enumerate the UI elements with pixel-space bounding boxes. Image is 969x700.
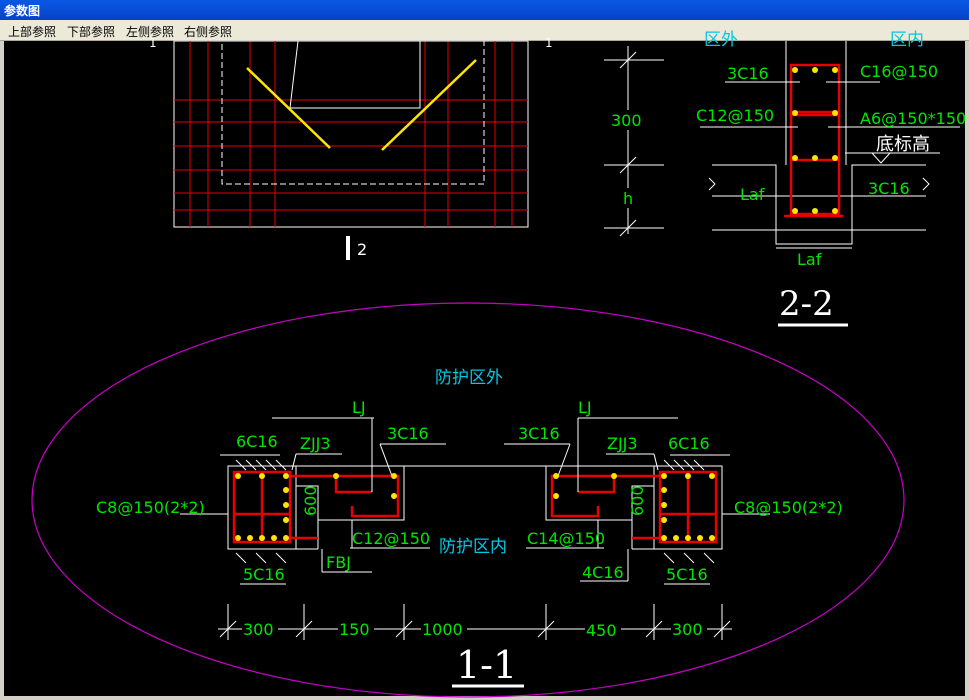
cad-drawing: 1 1 2 300 h [31, 30, 966, 698]
dim-150: 150 [339, 620, 370, 639]
sec22-bar-mid-left: C12@150 [696, 106, 774, 125]
dim-300-right: 300 [672, 620, 703, 639]
section2-mark-label: 2 [357, 240, 367, 259]
section-2-2-bars [792, 67, 838, 214]
sec22-bar-top-right: C16@150 [860, 62, 938, 81]
sec11-left-stirrup: C12@150 [352, 529, 430, 548]
protection-boundary [31, 302, 905, 698]
menu-bar: 上部参照 下部参照 左侧参照 右侧参照 [0, 20, 969, 41]
sec11-right-top-bars: 6C16 [668, 434, 710, 453]
plan-view [173, 40, 529, 228]
sec11-title: 1-1 [456, 643, 517, 687]
sec11-left-fbj: FBJ [326, 553, 351, 572]
sec11-left-height: 600 [301, 485, 320, 516]
sec11-right-lj-bars: 3C16 [518, 424, 560, 443]
sec22-laf-bottom: Laf [797, 250, 822, 269]
menu-item-right-ref[interactable]: 右侧参照 [184, 25, 233, 39]
dim-450: 450 [586, 621, 617, 640]
sec11-left-bot-bars: 5C16 [243, 565, 285, 584]
section2-cut-mark [346, 236, 350, 260]
sec11-left-top-bars: 6C16 [236, 432, 278, 451]
section-1-1 [180, 417, 770, 585]
sec11-right-ties: C8@150(2*2) [734, 498, 843, 517]
sec22-title: 2-2 [779, 284, 834, 324]
sec22-bar-mid-right: A6@150*150 [860, 109, 966, 128]
sec11-right-stirrup: C14@150 [527, 529, 605, 548]
sec11-left-zjj: ZJJ3 [300, 434, 331, 453]
dim-1000: 1000 [422, 620, 463, 639]
sec11-left-lj-bars: 3C16 [387, 424, 429, 443]
sec11-right-zjj: ZJJ3 [607, 434, 638, 453]
sec11-outside-label: 防护区外 [435, 368, 503, 388]
sec22-bar-top-left: 3C16 [727, 64, 769, 83]
title-bar[interactable]: 参数图 [0, 0, 969, 20]
dim-h: h [623, 189, 633, 208]
drawing-canvas[interactable]: 1 1 2 300 h [4, 30, 966, 698]
sec22-laf-left: Laf [740, 185, 765, 204]
sec22-bar-bottom-right: 3C16 [868, 179, 910, 198]
sec11-right-height: 600 [628, 485, 647, 516]
sec11-right-lj: LJ [578, 398, 592, 417]
sec11-dimension-chain [218, 604, 732, 640]
dim-300: 300 [611, 111, 642, 130]
menu-item-left-ref[interactable]: 左侧参照 [126, 25, 175, 39]
sec11-right-bot-bars: 5C16 [666, 565, 708, 584]
sec22-inside-label: 区内 [890, 30, 924, 50]
sec22-bottom-elev: 底标高 [876, 134, 930, 155]
sec11-left-lj: LJ [352, 398, 366, 417]
window-title: 参数图 [4, 4, 41, 18]
dim-300-left: 300 [243, 620, 274, 639]
sec11-right-bot-bars-inner: 4C16 [582, 563, 624, 582]
section1-mark-left: 1 [149, 36, 157, 50]
section1-mark-right: 1 [545, 36, 553, 50]
menu-item-top-ref[interactable]: 上部参照 [8, 25, 57, 39]
section-1-1-bars [235, 473, 715, 541]
sec11-inside-label: 防护区内 [439, 537, 507, 557]
menu-item-bottom-ref[interactable]: 下部参照 [67, 25, 116, 39]
sec22-outside-label: 区外 [704, 30, 738, 50]
sec11-left-ties: C8@150(2*2) [96, 498, 205, 517]
section-2-2 [700, 41, 960, 249]
